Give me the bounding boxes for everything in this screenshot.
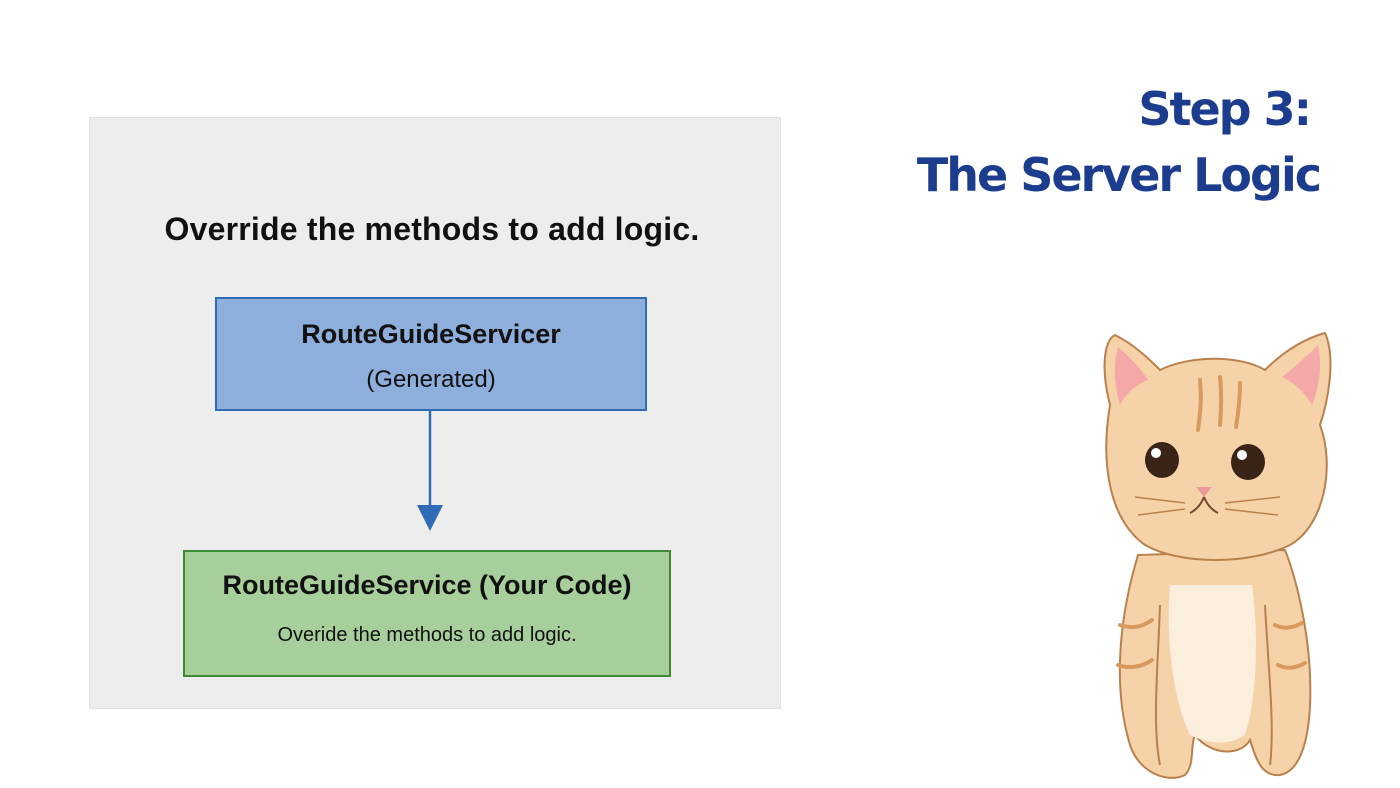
kitten-illustration <box>1103 331 1332 779</box>
your-code-service-box: RouteGuideService (Your Code) Overide th… <box>183 550 671 677</box>
generated-servicer-title: RouteGuideServicer <box>301 319 561 349</box>
generated-servicer-subtitle: (Generated) <box>366 366 496 393</box>
generated-servicer-box: RouteGuideServicer (Generated) <box>215 297 647 411</box>
diagram-heading: Override the methods to add logic. <box>164 211 700 247</box>
down-arrow-icon <box>417 411 443 531</box>
slide-title-topic: The Server Logic <box>916 148 1322 202</box>
your-code-service-subtitle: Overide the methods to add logic. <box>277 624 577 646</box>
slide-title: Step 3: The Server Logic <box>916 78 1322 210</box>
diagram-panel: Override the methods to add logic. Route… <box>89 117 781 709</box>
slide-title-step: Step 3: <box>1138 82 1312 136</box>
your-code-service-title: RouteGuideService (Your Code) <box>222 570 632 600</box>
